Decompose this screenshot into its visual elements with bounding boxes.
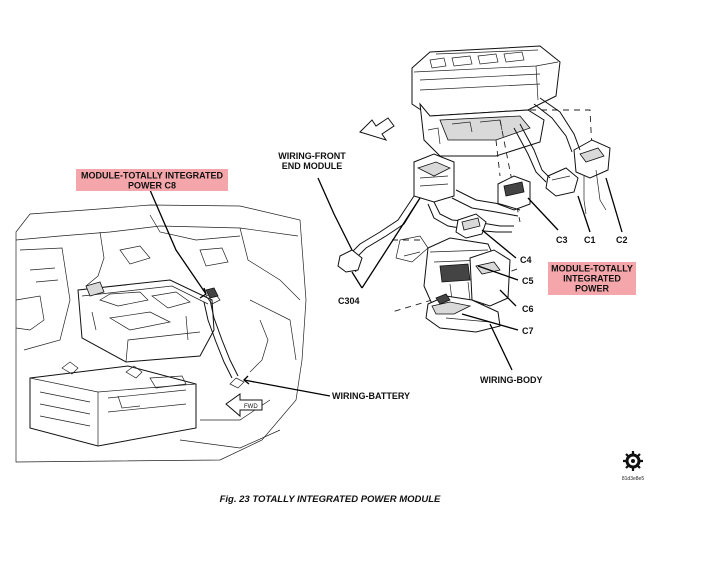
forward-arrow-icon: FWD (225, 393, 263, 418)
label-c1: C1 (584, 235, 596, 245)
label-wiring-body: WIRING-BODY (480, 375, 543, 385)
label-tipm-line3: POWER (575, 284, 610, 294)
gear-logo-icon (623, 451, 643, 471)
label-wiring-front-line2: END MODULE (282, 161, 343, 171)
label-tipm-line2: INTEGRATED (563, 274, 621, 284)
label-wiring-front-end-module: WIRING-FRONT END MODULE (278, 151, 346, 171)
label-highlight (548, 262, 636, 295)
leader-lines (149, 177, 623, 397)
label-c6: C6 (522, 304, 534, 314)
label-highlight (76, 169, 228, 191)
label-c304: C304 (338, 296, 360, 306)
engine-compartment-illustration: FWD (15, 204, 307, 463)
exploded-tipm-illustration (337, 45, 611, 333)
label-tipm-c8: MODULE-TOTALLY INTEGRATED POWER C8 (76, 169, 228, 191)
label-tipm-c8-line2: POWER C8 (128, 181, 176, 191)
fwd-label: FWD (244, 404, 258, 410)
orientation-arrow-icon (359, 117, 395, 141)
label-c4: C4 (520, 255, 532, 265)
label-c3: C3 (556, 235, 568, 245)
label-c7: C7 (522, 326, 534, 336)
figure-caption: Fig. 23 TOTALLY INTEGRATED POWER MODULE (220, 494, 441, 505)
label-tipm-c8-line1: MODULE-TOTALLY INTEGRATED (81, 171, 224, 181)
label-tipm: MODULE-TOTALLY INTEGRATED POWER (548, 262, 636, 295)
label-tipm-line1: MODULE-TOTALLY (551, 264, 633, 274)
label-wiring-front-line1: WIRING-FRONT (278, 151, 346, 161)
label-c5: C5 (522, 276, 534, 286)
image-code: 81d3e8e5 (622, 476, 644, 482)
label-c2: C2 (616, 235, 628, 245)
label-wiring-battery: WIRING-BATTERY (332, 391, 410, 401)
